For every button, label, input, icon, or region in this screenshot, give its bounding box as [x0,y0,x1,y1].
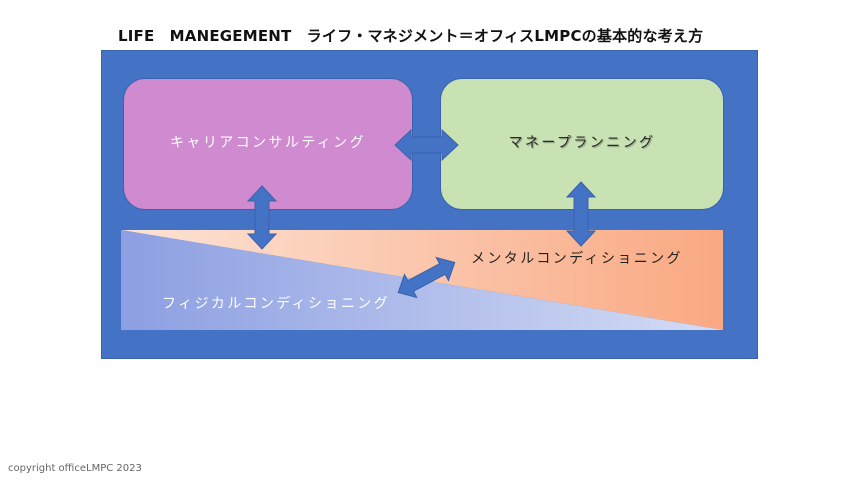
diagram-title: LIFE MANEGEMENT ライフ・マネジメント＝オフィスLMPCの基本的な… [118,27,704,45]
physical-conditioning-label: フィジカルコンディショニング [162,296,391,312]
career-consulting-label: キャリアコンサルティング [170,135,366,151]
mental-conditioning-label: メンタルコンディショニング [471,251,683,267]
money-planning-box: マネープランニング [440,78,724,210]
career-consulting-box: キャリアコンサルティング [123,78,413,210]
money-planning-label: マネープランニング [508,135,656,151]
copyright-notice: copyright officeLMPC 2023 [8,463,142,474]
